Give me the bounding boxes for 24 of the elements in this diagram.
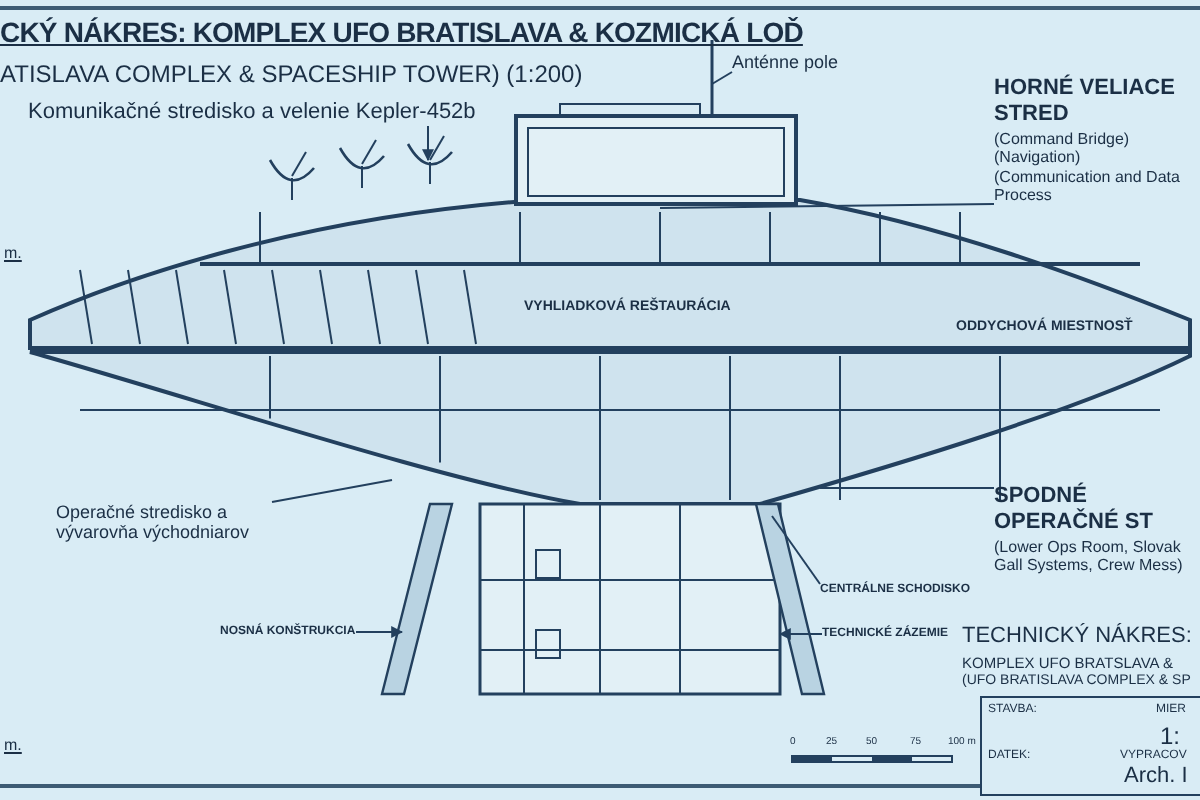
callout-text: Komunikačné stredisko a velenie Kepler-452b xyxy=(28,100,488,126)
label: Arch. I xyxy=(1124,764,1188,788)
leader-line xyxy=(778,628,823,640)
label: m. xyxy=(4,736,22,754)
label: ATISLAVA COMPLEX & SPACESHIP TOWER) (1:200) xyxy=(0,60,583,88)
section-heading: SPODNÉ OPERAČNÉ ST xyxy=(994,484,1155,535)
leader-line xyxy=(355,626,404,638)
label: 1: xyxy=(1160,722,1181,750)
leader-line xyxy=(771,515,821,585)
leader-line xyxy=(819,487,995,489)
section-note: (Lower Ops Room, Slovak Gall Systems, Crew Mess) xyxy=(994,538,1185,576)
leader-line xyxy=(271,479,393,503)
leader-line xyxy=(422,125,434,162)
label: TECHNICKÝ NÁKRES: xyxy=(962,624,1192,648)
section-heading: HORNÉ VELIACE STRED xyxy=(994,76,1177,127)
leader-line xyxy=(711,71,733,85)
section-note: (Command Bridge) xyxy=(994,130,1132,149)
callout-text: Anténne pole xyxy=(732,52,852,73)
label: m. xyxy=(4,244,22,262)
title: CKÝ NÁKRES: KOMPLEX UFO BRATISLAVA & KOZMICKÁ LOĎ xyxy=(0,16,803,48)
section-note: (Communication and Data Process xyxy=(994,167,1182,205)
leader-line xyxy=(659,203,995,209)
callout-text: Operačné stredisko a vývarovňa východniarov xyxy=(56,502,272,544)
section-note: (Navigation) xyxy=(994,148,1081,168)
